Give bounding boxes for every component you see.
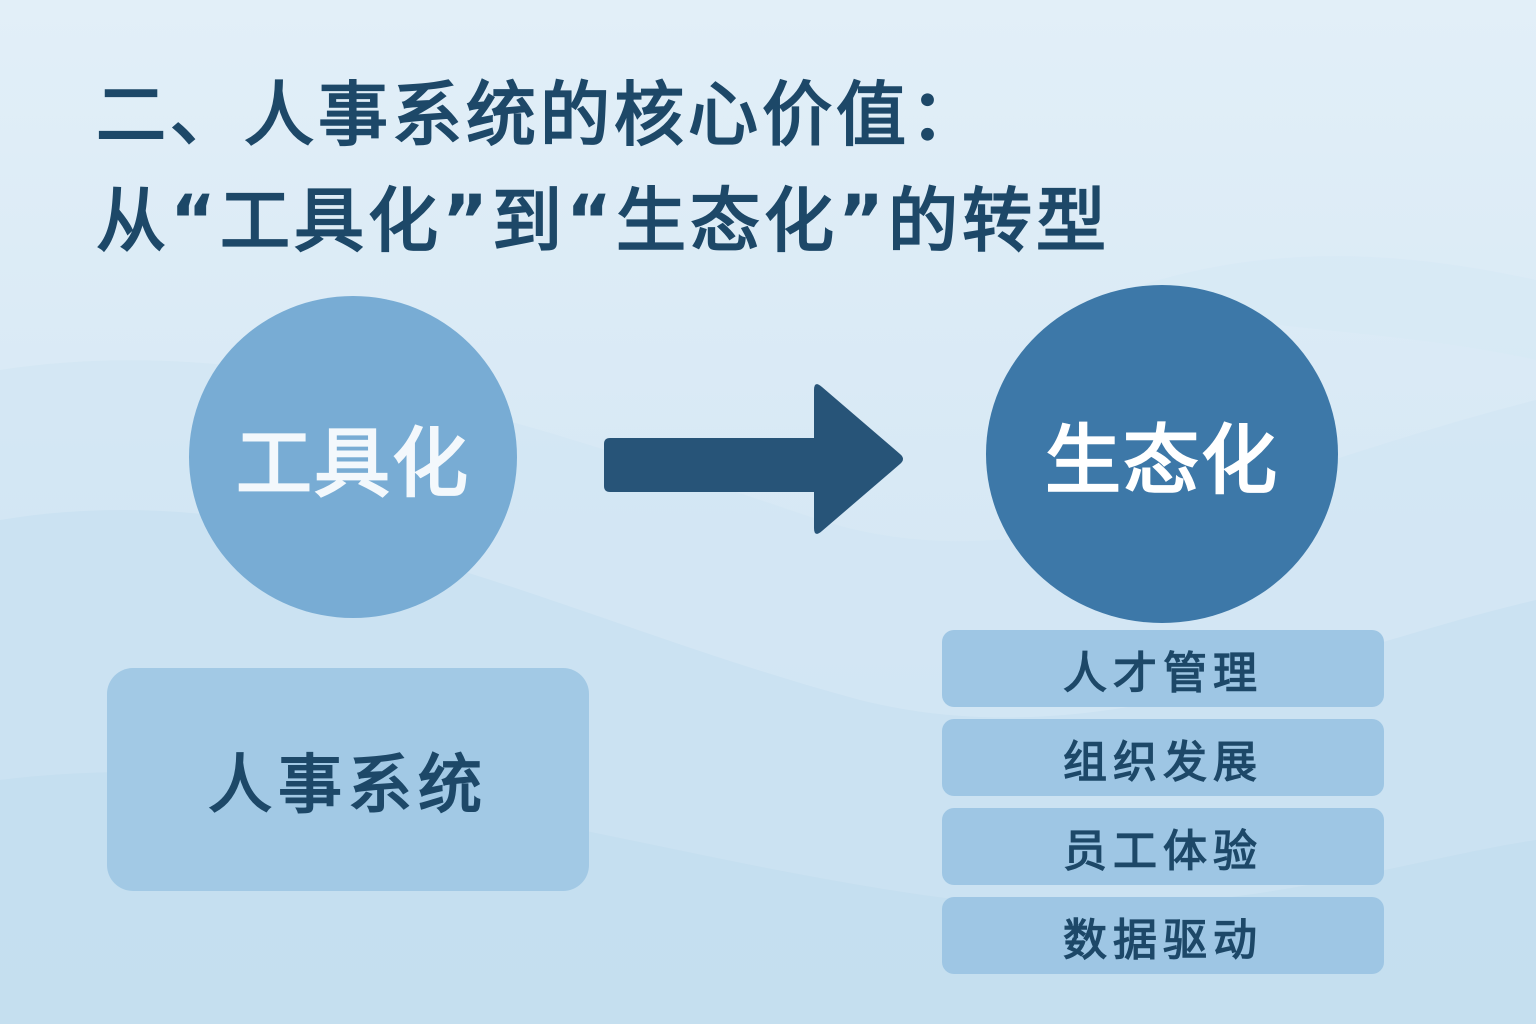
ecosystem-item: 员工体验 <box>942 808 1384 885</box>
ecosystem-item-label: 组织发展 <box>1063 736 1263 788</box>
hr-system-box: 人事系统 <box>107 668 589 891</box>
tooling-circle: 工具化 <box>189 296 517 618</box>
ecosystem-label: 生态化 <box>1045 416 1279 505</box>
right-arrow-icon <box>604 384 903 534</box>
tooling-label: 工具化 <box>236 419 470 508</box>
ecosystem-item-label: 员工体验 <box>1063 825 1263 877</box>
ecosystem-item: 组织发展 <box>942 719 1384 796</box>
ecosystem-item-label: 人才管理 <box>1063 647 1263 699</box>
ecosystem-item: 数据驱动 <box>942 897 1384 974</box>
page-title: 二、人事系统的核心价值： 从“工具化”到“生态化”的转型 <box>96 62 1110 274</box>
ecosystem-item-label: 数据驱动 <box>1063 914 1263 966</box>
title-line-1: 二、人事系统的核心价值： <box>96 74 984 156</box>
ecosystem-circle: 生态化 <box>986 285 1338 623</box>
ecosystem-item: 人才管理 <box>942 630 1384 707</box>
title-line-2: 从“工具化”到“生态化”的转型 <box>96 180 1111 262</box>
ecosystem-item-list: 人才管理 组织发展 员工体验 数据驱动 <box>942 630 1384 986</box>
hr-system-label: 人事系统 <box>208 748 488 823</box>
